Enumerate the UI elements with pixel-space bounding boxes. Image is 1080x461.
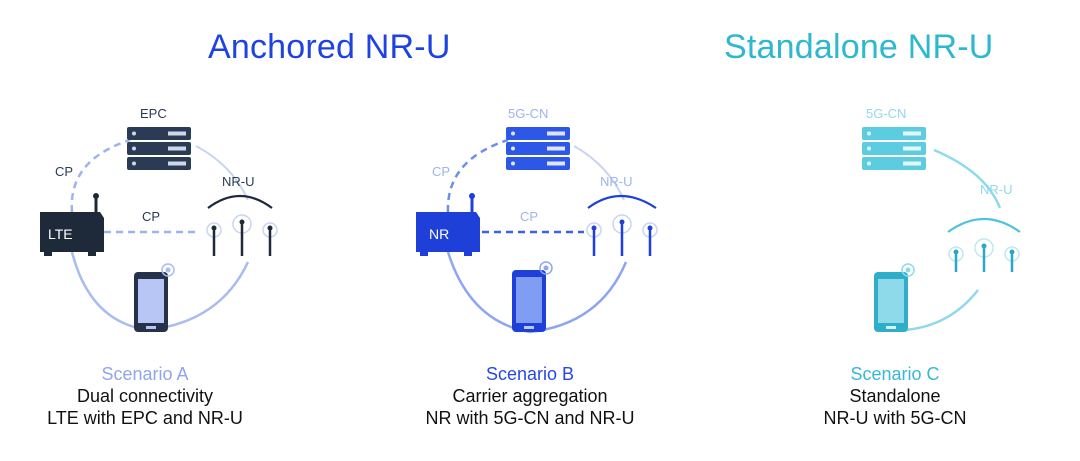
scenario-b-line1: Carrier aggregation bbox=[452, 386, 608, 406]
scenario-b-diagram: 5G-CN CP CP NR bbox=[416, 106, 658, 334]
scenario-a-title: Scenario A bbox=[101, 364, 189, 384]
anchored-nru-heading: Anchored NR-U bbox=[208, 28, 451, 66]
scenario-c-caption: Scenario C Standalone NR-U with 5G-CN bbox=[780, 363, 1010, 429]
scenario-c-bottom-arc bbox=[904, 289, 979, 332]
scenario-a-core-nru-arc bbox=[195, 145, 249, 201]
scenario-b-title: Scenario B bbox=[485, 364, 575, 384]
lte-label: LTE bbox=[48, 226, 73, 242]
scenario-c-line2: NR-U with 5G-CN bbox=[823, 408, 967, 428]
scenario-b-nru-label: NR-U bbox=[600, 174, 633, 189]
scenario-a-phone-icon bbox=[134, 263, 175, 332]
scenario-b-nru-antennas-icon bbox=[586, 195, 658, 256]
epc-label: EPC bbox=[140, 106, 167, 121]
scenario-b-cp-middle-label: CP bbox=[520, 209, 538, 224]
scenario-a-line1: Dual connectivity bbox=[76, 386, 214, 406]
lte-base-station-icon bbox=[40, 193, 104, 256]
nr-base-station-icon bbox=[416, 193, 480, 256]
scenario-a-cp-arc bbox=[70, 138, 131, 213]
scenario-b-core-nru-arc bbox=[573, 145, 625, 201]
scenario-c-core-nru-arc bbox=[933, 148, 1002, 209]
scenario-a-cp-middle-label: CP bbox=[142, 209, 160, 224]
5g-cn-server-icon bbox=[506, 127, 570, 170]
scenario-c-nru-antennas-icon bbox=[947, 217, 1021, 272]
scenario-b-line2: NR with 5G-CN and NR-U bbox=[425, 408, 635, 428]
scenario-c-nru-label: NR-U bbox=[980, 182, 1013, 197]
scenario-c-phone-icon bbox=[874, 263, 915, 332]
scenario-c-5g-cn-server-icon bbox=[862, 127, 926, 170]
scenario-a-line2: LTE with EPC and NR-U bbox=[47, 408, 243, 428]
scenario-b-core-label: 5G-CN bbox=[508, 106, 548, 121]
scenario-c-diagram: 5G-CN NR-U bbox=[862, 106, 1021, 332]
scenario-a-diagram: EPC CP CP LTE bbox=[40, 106, 278, 332]
scenario-c-title: Scenario C bbox=[850, 364, 940, 384]
scenario-b-phone-icon bbox=[512, 261, 553, 332]
scenario-a-nru-label: NR-U bbox=[222, 174, 255, 189]
scenario-a-nru-antennas-icon bbox=[206, 195, 278, 256]
scenario-a-cp-upper-label: CP bbox=[55, 164, 73, 179]
scenario-b-cp-arc bbox=[446, 138, 509, 213]
scenario-c-core-label: 5G-CN bbox=[866, 106, 906, 121]
scenario-b-cp-upper-label: CP bbox=[432, 164, 450, 179]
scenario-b-caption: Scenario B Carrier aggregation NR with 5… bbox=[380, 363, 680, 429]
epc-server-icon bbox=[127, 127, 191, 170]
scenario-a-caption: Scenario A Dual connectivity LTE with EP… bbox=[20, 363, 270, 429]
scenario-c-line1: Standalone bbox=[849, 386, 941, 406]
nr-label: NR bbox=[429, 226, 449, 242]
standalone-nru-heading: Standalone NR-U bbox=[724, 28, 994, 66]
